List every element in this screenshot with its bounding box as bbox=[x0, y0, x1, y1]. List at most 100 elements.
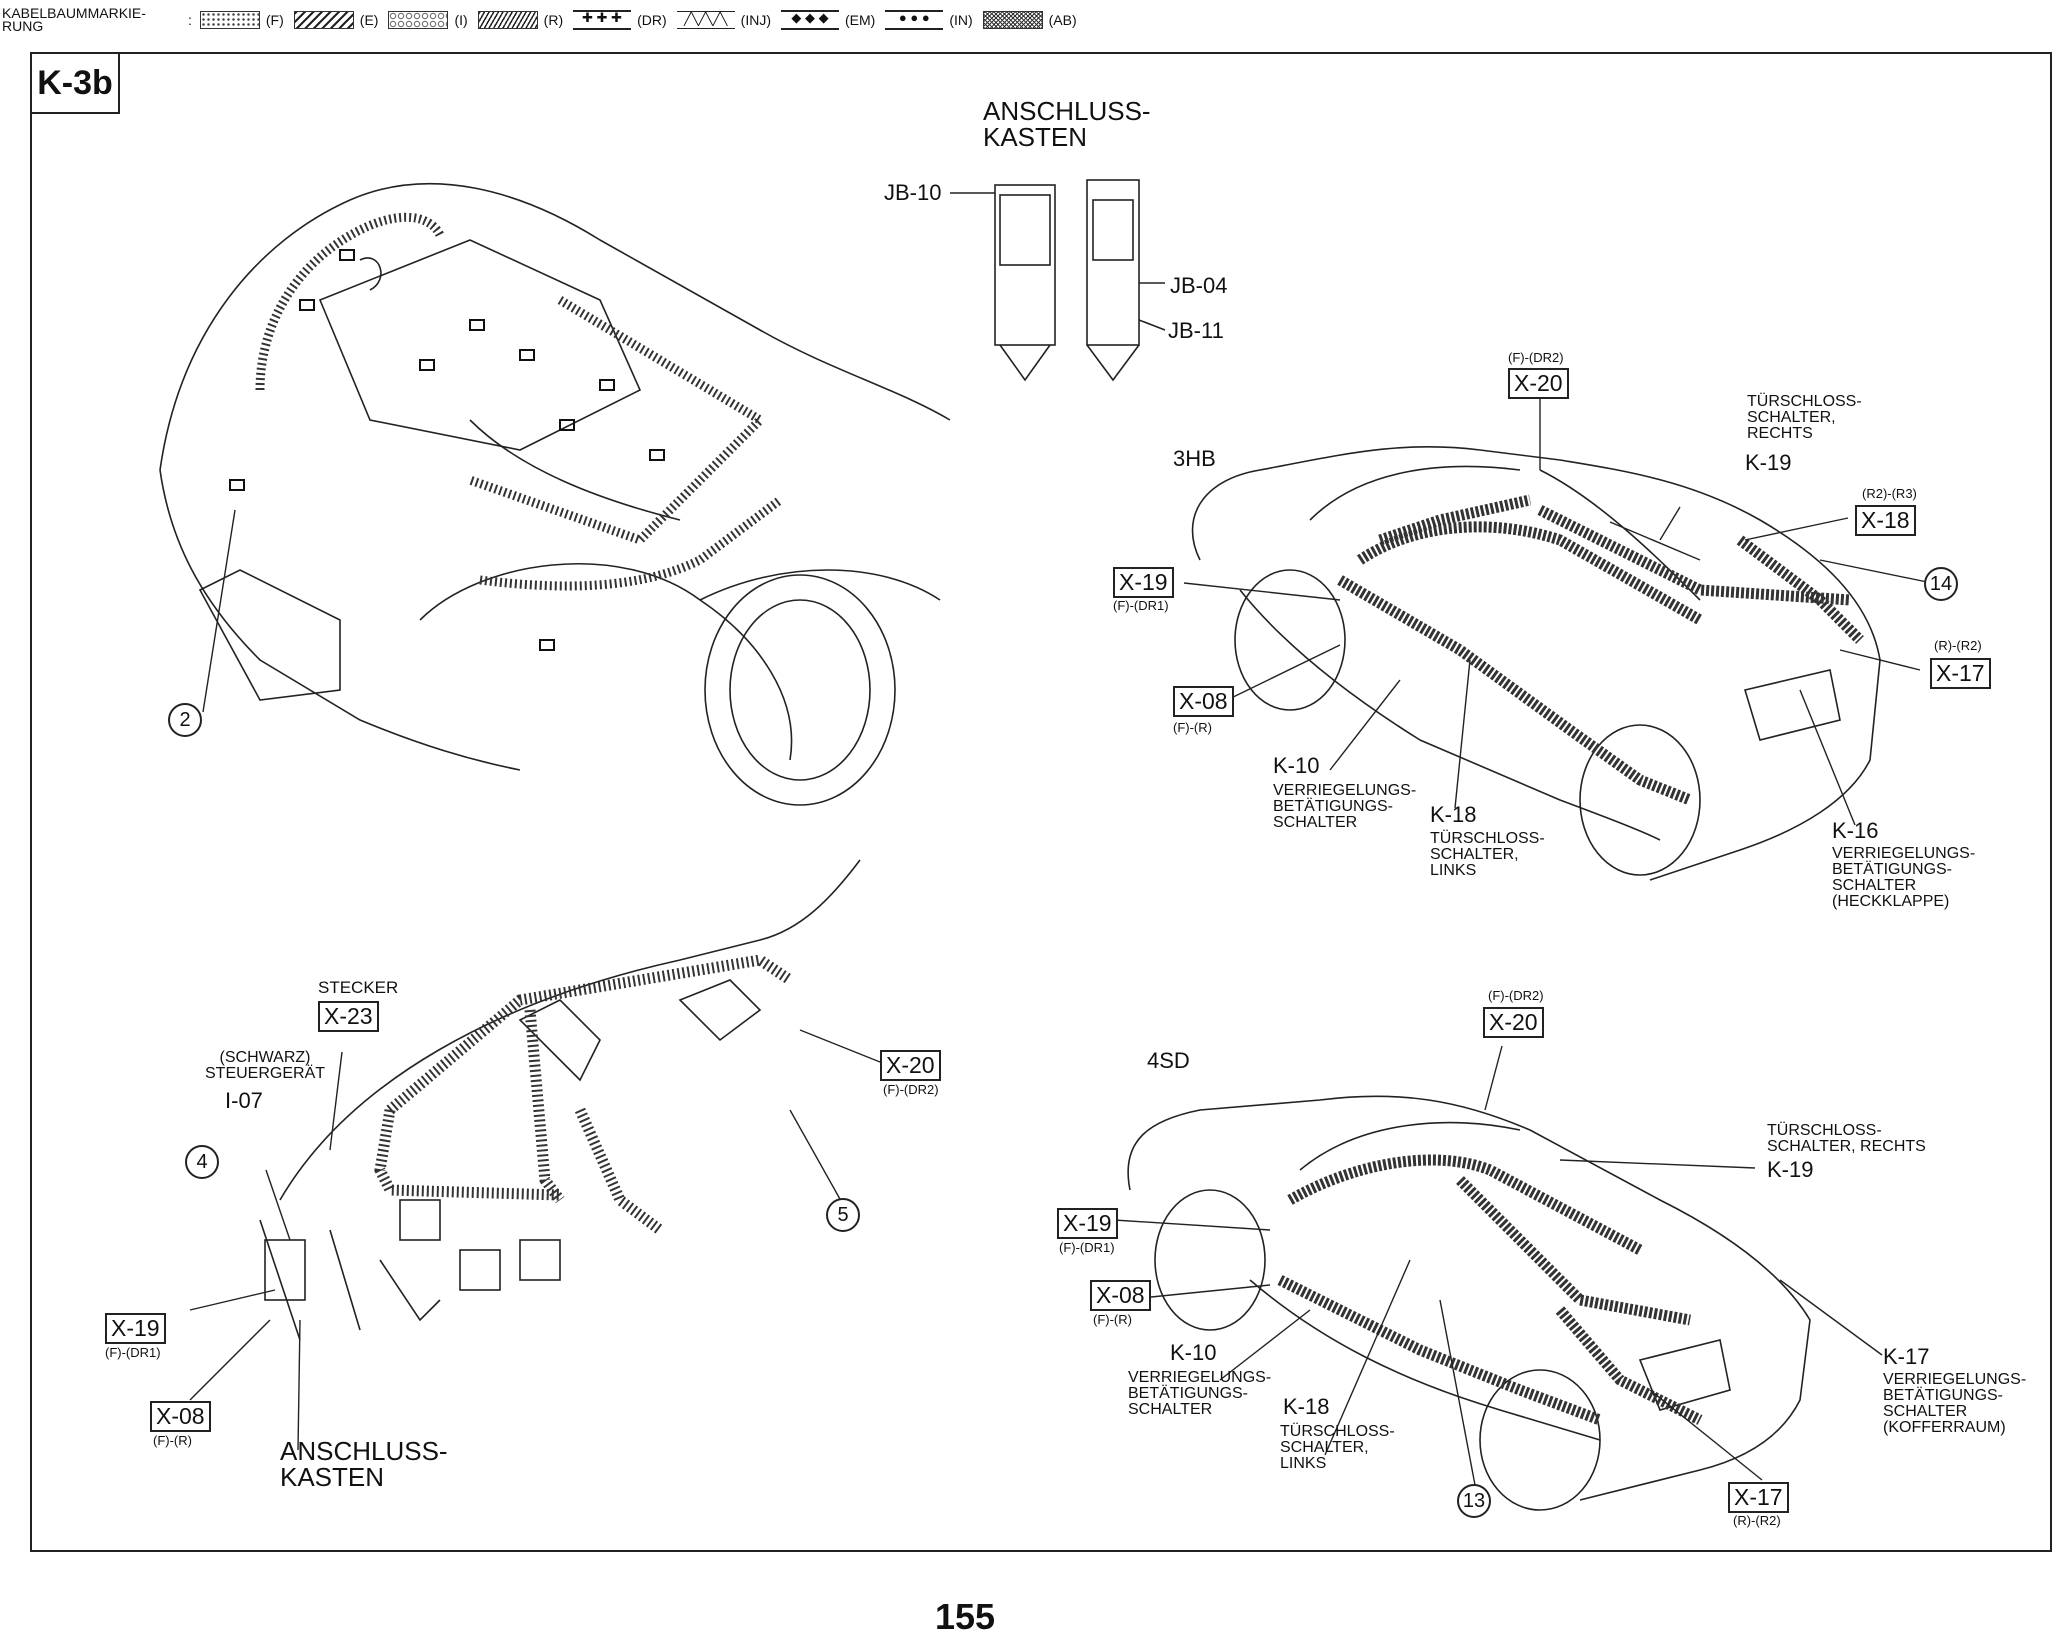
hb-x17-code: (R)-(R2) bbox=[1934, 638, 1982, 653]
sd-x20-code: (F)-(DR2) bbox=[1488, 988, 1544, 1003]
legend-code: (EM) bbox=[844, 12, 876, 28]
pattern-hex-swatch bbox=[388, 11, 449, 29]
dash-i07-connector: I-07 bbox=[225, 1088, 263, 1113]
jb-10-label: JB-10 bbox=[884, 180, 942, 205]
dash-control-unit-label: (SCHWARZ) STEUERGERÄT bbox=[205, 1049, 326, 1082]
page-id: K-3b bbox=[30, 52, 120, 114]
legend-code: (DR) bbox=[637, 12, 667, 28]
legend-item-inj: ╱╲╱╲╱╲ (INJ) bbox=[676, 11, 771, 29]
hb-k10-connector: K-10 bbox=[1273, 753, 1320, 778]
jb-11-label: JB-11 bbox=[1168, 318, 1224, 343]
hb-x18-connector: X-18 bbox=[1855, 505, 1916, 536]
sd-k19-description: TÜRSCHLOSS- SCHALTER, RECHTS bbox=[1767, 1122, 1926, 1155]
legend-item-r: (R) bbox=[477, 11, 564, 29]
legend-separator: : bbox=[188, 12, 192, 28]
hb-x19-code: (F)-(DR1) bbox=[1113, 598, 1169, 613]
variant-3hb-label: 3HB bbox=[1173, 446, 1216, 471]
callout-bubble-14: 14 bbox=[1924, 567, 1958, 601]
sd-x17-connector: X-17 bbox=[1728, 1482, 1789, 1513]
sd-k18-connector: K-18 bbox=[1283, 1394, 1330, 1419]
hb-k19-connector: K-19 bbox=[1745, 450, 1792, 475]
hb-k16-description: VERRIEGELUNGS- BETÄTIGUNGS- SCHALTER (HE… bbox=[1832, 845, 1976, 910]
dash-x20-connector: X-20 bbox=[880, 1050, 941, 1081]
hb-k19-description: TÜRSCHLOSS- SCHALTER, RECHTS bbox=[1747, 393, 1862, 442]
hb-k18-connector: K-18 bbox=[1430, 802, 1477, 827]
pattern-plus-swatch: ✚ ✚ ✚ bbox=[573, 10, 632, 30]
legend-item-ab: (AB) bbox=[982, 11, 1077, 29]
legend-item-i: (I) bbox=[388, 11, 468, 29]
sd-x19-connector: X-19 bbox=[1057, 1208, 1118, 1239]
hb-x08-code: (F)-(R) bbox=[1173, 720, 1212, 735]
page-number: 155 bbox=[935, 1596, 996, 1637]
legend-item-in: ● ● ● (IN) bbox=[885, 10, 973, 30]
harness-legend: KABELBAUMMARKIE- RUNG : (F) (E) (I) (R) … bbox=[0, 4, 1087, 36]
junction-box-title: ANSCHLUSS- KASTEN bbox=[983, 96, 1151, 152]
dash-x20-code: (F)-(DR2) bbox=[883, 1082, 939, 1097]
hatchback-drawing bbox=[1191, 446, 1881, 881]
pattern-waves-swatch bbox=[293, 11, 354, 29]
sd-k10-description: VERRIEGELUNGS- BETÄTIGUNGS- SCHALTER bbox=[1128, 1369, 1272, 1418]
dash-x23-connector: X-23 bbox=[318, 1001, 379, 1032]
legend-item-f: (F) bbox=[199, 11, 284, 29]
variant-4sd-label: 4SD bbox=[1147, 1048, 1190, 1073]
legend-item-dr: ✚ ✚ ✚ (DR) bbox=[573, 10, 667, 30]
engine-harness bbox=[255, 212, 783, 591]
callout-bubble-13: 13 bbox=[1457, 1484, 1491, 1518]
sd-k18-description: TÜRSCHLOSS- SCHALTER, LINKS bbox=[1280, 1423, 1395, 1472]
pattern-circles-swatch: ● ● ● bbox=[885, 10, 944, 30]
pattern-zigzag-swatch: ╱╲╱╲╱╲ bbox=[676, 11, 735, 29]
pattern-crosshatch-swatch bbox=[982, 11, 1043, 29]
sd-x08-connector: X-08 bbox=[1090, 1280, 1151, 1311]
legend-code: (IN) bbox=[949, 12, 973, 28]
sd-x17-code: (R)-(R2) bbox=[1733, 1513, 1781, 1528]
dash-x19-code: (F)-(DR1) bbox=[105, 1345, 161, 1360]
legend-title: KABELBAUMMARKIE- RUNG bbox=[2, 5, 146, 34]
pattern-diamonds-swatch: ◆ ◆ ◆ bbox=[780, 10, 839, 30]
pattern-dots-swatch bbox=[199, 11, 260, 29]
hb-x20-code: (F)-(DR2) bbox=[1508, 350, 1564, 365]
hb-x08-connector: X-08 bbox=[1173, 686, 1234, 717]
sd-x08-code: (F)-(R) bbox=[1093, 1312, 1132, 1327]
sd-k17-description: VERRIEGELUNGS- BETÄTIGUNGS- SCHALTER (KO… bbox=[1883, 1371, 2027, 1436]
callout-bubble-2: 2 bbox=[168, 703, 202, 737]
sd-k10-connector: K-10 bbox=[1170, 1340, 1217, 1365]
pattern-hatch-swatch bbox=[477, 11, 538, 29]
dashboard-harness bbox=[374, 954, 794, 1235]
diagram-frame bbox=[30, 52, 2052, 1552]
callout-bubble-4: 4 bbox=[185, 1145, 219, 1179]
callout-bubble-5: 5 bbox=[826, 1198, 860, 1232]
legend-code: (F) bbox=[265, 12, 284, 28]
hb-k10-description: VERRIEGELUNGS- BETÄTIGUNGS- SCHALTER bbox=[1273, 782, 1417, 831]
hb-x17-connector: X-17 bbox=[1930, 658, 1991, 689]
engine-bay-drawing bbox=[159, 182, 951, 806]
legend-item-em: ◆ ◆ ◆ (EM) bbox=[780, 10, 876, 30]
dash-x08-connector: X-08 bbox=[150, 1401, 211, 1432]
leader-lines bbox=[189, 392, 1933, 1486]
sedan-drawing bbox=[1127, 1095, 1811, 1511]
dash-x08-code: (F)-(R) bbox=[153, 1433, 192, 1448]
legend-code: (R) bbox=[543, 12, 564, 28]
sd-k17-connector: K-17 bbox=[1883, 1344, 1930, 1369]
hb-x18-code: (R2)-(R3) bbox=[1862, 486, 1917, 501]
junction-box-drawing bbox=[950, 179, 1166, 382]
sedan-harness bbox=[1277, 1154, 1703, 1426]
hb-k16-connector: K-16 bbox=[1832, 818, 1879, 843]
hatchback-harness bbox=[1337, 494, 1864, 806]
hb-x20-connector: X-20 bbox=[1508, 368, 1569, 399]
legend-code: (AB) bbox=[1048, 12, 1077, 28]
hb-x19-connector: X-19 bbox=[1113, 567, 1174, 598]
sd-x19-code: (F)-(DR1) bbox=[1059, 1240, 1115, 1255]
jb-04-label: JB-04 bbox=[1170, 273, 1228, 298]
dashboard-drawing bbox=[259, 859, 861, 1341]
dash-stecker-label: STECKER bbox=[318, 978, 399, 997]
legend-code: (E) bbox=[359, 12, 379, 28]
sd-k19-connector: K-19 bbox=[1767, 1157, 1814, 1182]
hb-k18-description: TÜRSCHLOSS- SCHALTER, LINKS bbox=[1430, 830, 1545, 879]
sd-x20-connector: X-20 bbox=[1483, 1007, 1544, 1038]
engine-connectors bbox=[229, 249, 665, 651]
legend-code: (I) bbox=[454, 12, 468, 28]
legend-code: (INJ) bbox=[740, 12, 771, 28]
dash-x19-connector: X-19 bbox=[105, 1313, 166, 1344]
legend-item-e: (E) bbox=[293, 11, 379, 29]
